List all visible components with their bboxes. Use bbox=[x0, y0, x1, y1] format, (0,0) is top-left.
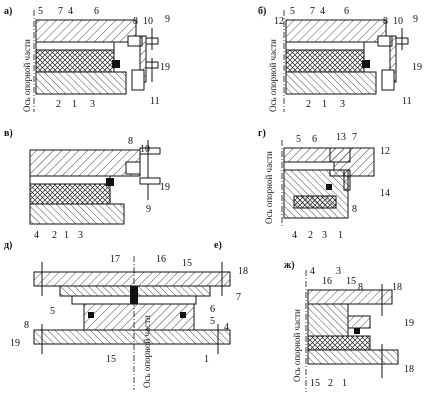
callout: 4 bbox=[224, 322, 229, 333]
callout: 16 bbox=[322, 276, 332, 287]
callout: 19 bbox=[160, 182, 170, 193]
callout: 2 bbox=[56, 99, 61, 110]
callout: 13 bbox=[336, 132, 346, 143]
callout: 2 bbox=[52, 230, 57, 241]
callout: 11 bbox=[402, 96, 412, 107]
callout: 9 bbox=[146, 204, 151, 215]
callout: 3 bbox=[78, 230, 83, 241]
callout: 4 bbox=[292, 230, 297, 241]
callout: 9 bbox=[165, 14, 170, 25]
callout: 7 bbox=[352, 132, 357, 143]
panel-zh: ж) Ось опорной части 4 16 3 15 8 18 19 1… bbox=[284, 260, 414, 392]
panel-d-label: д) bbox=[4, 240, 12, 251]
callout: 6 bbox=[210, 304, 215, 315]
callout: 1 bbox=[342, 378, 347, 389]
callout: 5 bbox=[50, 306, 55, 317]
callout: 8 bbox=[352, 204, 357, 215]
panel-d-axis-label: Ось опорной части bbox=[142, 315, 152, 388]
panel-zh-axis-label: Ось опорной части bbox=[292, 309, 302, 382]
panel-g-label: г) bbox=[258, 128, 266, 139]
panel-b: б) Ось опорной части 12 5 7 4 6 8 10 9 1… bbox=[258, 6, 422, 112]
panel-d: д) е) Ось опорной части 17 16 15 18 7 5 … bbox=[4, 240, 248, 390]
callout: 11 bbox=[150, 96, 160, 107]
panel-g: г) Ось опорной части 5 6 13 7 12 14 8 4 … bbox=[258, 128, 390, 241]
callout: 15 bbox=[310, 378, 320, 389]
callout: 4 bbox=[320, 6, 325, 17]
callout: 12 bbox=[274, 16, 284, 27]
panel-v-label: в) bbox=[4, 128, 13, 139]
callout: 3 bbox=[322, 230, 327, 241]
callout: 3 bbox=[336, 266, 341, 277]
callout: 19 bbox=[404, 318, 414, 329]
panel-a: а) Ось опорной части 5 7 4 6 8 10 9 19 1… bbox=[4, 6, 170, 112]
callout: 18 bbox=[404, 364, 414, 375]
panel-g-axis-label: Ось опорной части bbox=[264, 151, 274, 224]
callout: 18 bbox=[392, 282, 402, 293]
callout: 2 bbox=[328, 378, 333, 389]
callout: 8 bbox=[128, 136, 133, 147]
callout: 6 bbox=[94, 6, 99, 17]
panel-v: в) 8 10 19 9 4 2 1 3 bbox=[4, 128, 170, 241]
callout: 5 bbox=[38, 6, 43, 17]
callout: 14 bbox=[380, 188, 390, 199]
callout: 5 bbox=[210, 316, 215, 327]
callout: 15 bbox=[182, 258, 192, 269]
panel-a-axis-label: Ось опорной части bbox=[22, 39, 32, 112]
callout: 8 bbox=[133, 16, 138, 27]
callout: 19 bbox=[412, 62, 422, 73]
callout: 1 bbox=[338, 230, 343, 241]
callout: 17 bbox=[110, 254, 120, 265]
callout: 5 bbox=[290, 6, 295, 17]
panel-e-label: е) bbox=[214, 240, 222, 251]
callout: 10 bbox=[140, 144, 150, 155]
callout: 8 bbox=[358, 282, 363, 293]
callout: 4 bbox=[34, 230, 39, 241]
callout: 7 bbox=[58, 6, 63, 17]
callout: 10 bbox=[143, 16, 153, 27]
callout: 19 bbox=[10, 338, 20, 349]
callout: 10 bbox=[393, 16, 403, 27]
callout: 15 bbox=[346, 276, 356, 287]
callout: 3 bbox=[340, 99, 345, 110]
callout: 1 bbox=[204, 354, 209, 365]
callout: 8 bbox=[383, 16, 388, 27]
panel-b-label: б) bbox=[258, 6, 266, 17]
callout: 18 bbox=[238, 266, 248, 277]
panel-b-axis-label: Ось опорной части bbox=[268, 39, 278, 112]
panel-a-label: а) bbox=[4, 6, 12, 17]
callout: 6 bbox=[344, 6, 349, 17]
callout: 2 bbox=[306, 99, 311, 110]
callout: 16 bbox=[156, 254, 166, 265]
panel-zh-label: ж) bbox=[284, 260, 295, 271]
callout: 7 bbox=[310, 6, 315, 17]
callout: 1 bbox=[322, 99, 327, 110]
callout: 12 bbox=[380, 146, 390, 157]
callout: 1 bbox=[64, 230, 69, 241]
callout: 2 bbox=[308, 230, 313, 241]
callout: 3 bbox=[90, 99, 95, 110]
callout: 19 bbox=[160, 62, 170, 73]
callout: 9 bbox=[413, 14, 418, 25]
callout: 4 bbox=[68, 6, 73, 17]
callout: 5 bbox=[296, 134, 301, 145]
callout: 7 bbox=[236, 292, 241, 303]
callout: 8 bbox=[24, 320, 29, 331]
callout: 4 bbox=[310, 266, 315, 277]
callout: 6 bbox=[312, 134, 317, 145]
callout: 15 bbox=[106, 354, 116, 365]
callout: 1 bbox=[72, 99, 77, 110]
